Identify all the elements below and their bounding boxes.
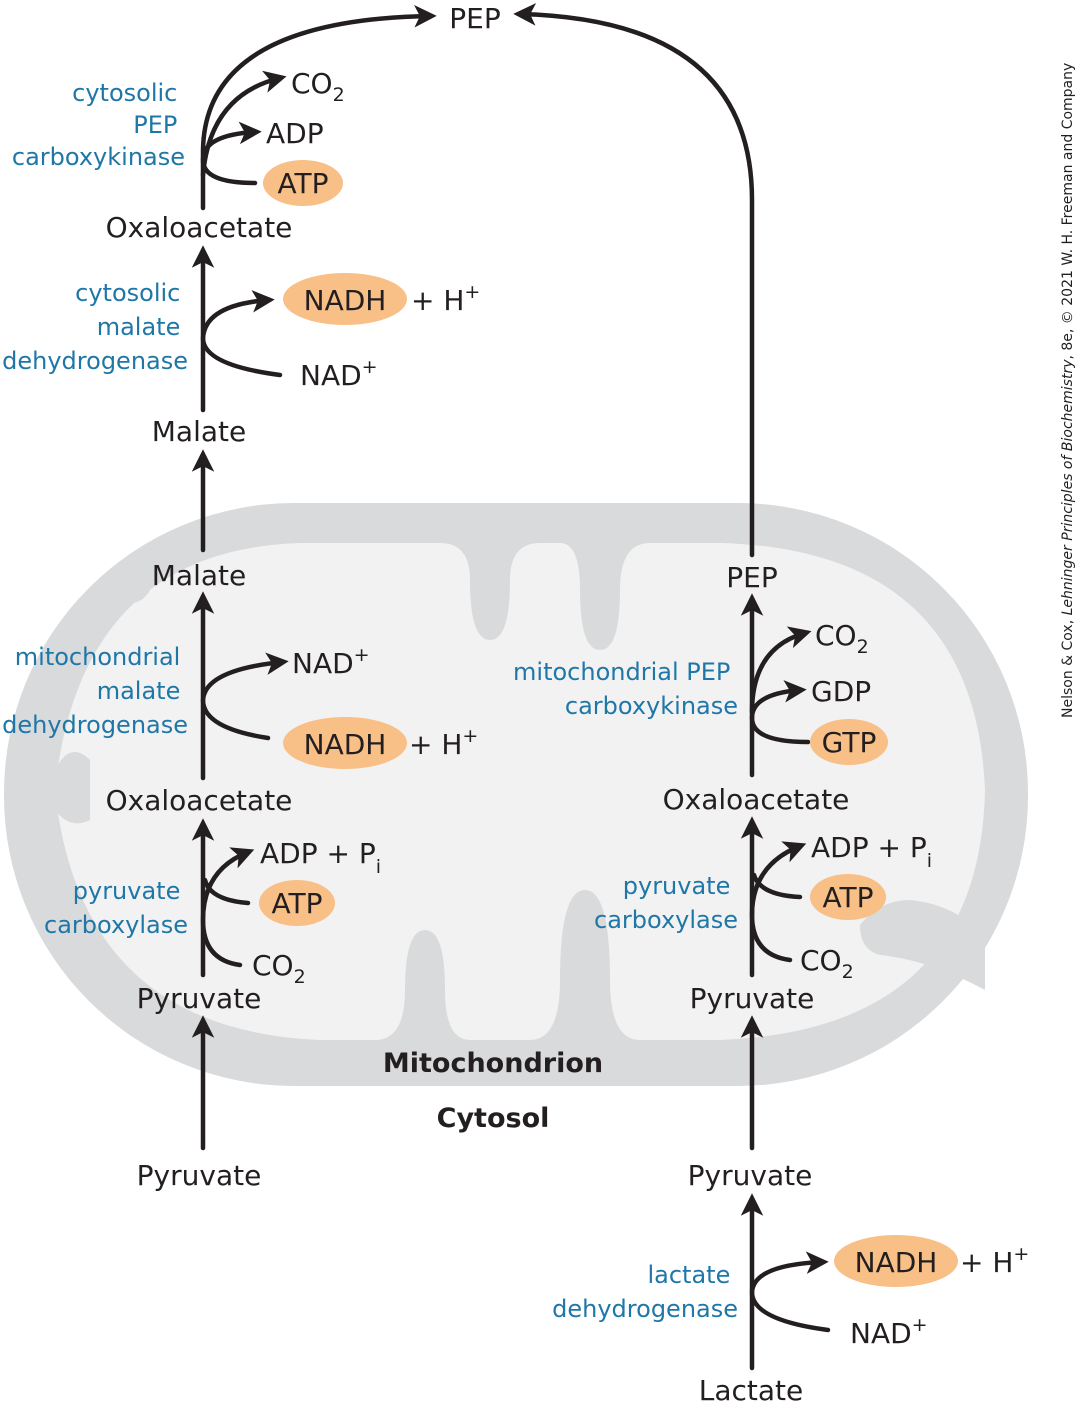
atp-top: ATP	[278, 167, 329, 200]
arrow-co2-release-mito	[749, 626, 812, 715]
nadh-ldh: NADH	[855, 1246, 938, 1279]
arrow-co2-fixation-right	[749, 841, 807, 963]
pyruvate-mito-right: Pyruvate	[690, 982, 815, 1015]
co2-left: CO2	[252, 949, 306, 988]
co2-right-top: CO2	[815, 619, 869, 658]
h-cytosol: + H+	[411, 281, 480, 317]
nadh-mito-highlight	[283, 717, 407, 769]
arrow-co2-fixation-left	[200, 847, 255, 968]
oxaloacetate-cytosol: Oxaloacetate	[106, 211, 293, 244]
nadh-cytosol-highlight	[283, 273, 407, 325]
pep-cytosol: PEP	[449, 2, 500, 35]
copyright-credit: Nelson & Cox, Lehninger Principles of Bi…	[1060, 63, 1076, 718]
arrow-nad-to-nadh-ldh	[749, 1251, 831, 1333]
oxaloacetate-mito-right: Oxaloacetate	[663, 783, 850, 816]
nadh-mitochondrion: NADH	[304, 728, 387, 761]
arrow-nadh-to-nad-mito	[200, 652, 289, 741]
gtp: GTP	[822, 726, 877, 759]
arrow-mito-pep-to-cyt-pep	[513, 3, 755, 558]
lactate: Lactate	[699, 1374, 804, 1406]
arrow-co2-release	[200, 70, 287, 178]
atp-left-highlight	[259, 880, 335, 926]
adp-pi-left: ADP + Pi	[260, 837, 381, 878]
enzyme-cytosolic-mdh: cytosolic malate dehydrogenase	[2, 279, 188, 375]
arrow-oaa-to-pep	[200, 5, 437, 211]
co2-right: CO2	[800, 944, 854, 983]
pyruvate-cytosol-right: Pyruvate	[688, 1159, 813, 1192]
arc-atp-left	[202, 877, 251, 906]
nadh-cytosol: NADH	[304, 284, 387, 317]
enzyme-mitochondrial-mdh: mitochondrial malate dehydrogenase	[2, 643, 188, 739]
malate-mitochondrion: Malate	[152, 559, 246, 592]
adp-top: ADP	[266, 117, 324, 150]
cytosol-label: Cytosol	[437, 1103, 550, 1134]
h-ldh: + H+	[960, 1243, 1029, 1279]
nadh-ldh-highlight	[834, 1235, 958, 1287]
nad-cytosol: NAD+	[300, 356, 378, 392]
arc-atp-right	[751, 872, 803, 900]
oxaloacetate-mito-left: Oxaloacetate	[106, 784, 293, 817]
pyruvate-mito-left: Pyruvate	[137, 982, 262, 1015]
arrow-gtp-to-gdp	[749, 680, 811, 745]
enzyme-pyruvate-carboxylase-right: pyruvate carboxylase	[594, 872, 738, 934]
enzyme-pyruvate-carboxylase-left: pyruvate carboxylase	[44, 877, 188, 939]
enzyme-lactate-dehydrogenase: lactate dehydrogenase	[552, 1261, 738, 1323]
pep-mitochondrion: PEP	[726, 561, 777, 594]
atp-right: ATP	[823, 881, 874, 914]
arrow-atp-to-adp-top	[200, 121, 262, 186]
adp-pi-right: ADP + Pi	[811, 831, 932, 872]
gdp: GDP	[811, 675, 871, 708]
h-mitochondrion: + H+	[409, 725, 478, 761]
arrow-nad-to-nadh-cyt	[200, 290, 283, 378]
pyruvate-cytosol-left: Pyruvate	[137, 1159, 262, 1192]
nad-mitochondrion: NAD+	[292, 644, 370, 680]
atp-right-highlight	[810, 874, 886, 920]
atp-top-highlight	[263, 160, 343, 206]
mitochondrion-label: Mitochondrion	[383, 1048, 603, 1079]
enzyme-cytosolic-pepck: cytosolic PEP carboxykinase	[12, 79, 185, 171]
gtp-highlight	[810, 719, 888, 765]
co2-top: CO2	[291, 67, 345, 106]
enzyme-mitochondrial-pepck: mitochondrial PEP carboxykinase	[513, 658, 738, 720]
nad-ldh: NAD+	[850, 1314, 928, 1350]
atp-left: ATP	[272, 887, 323, 920]
malate-cytosol: Malate	[152, 415, 246, 448]
